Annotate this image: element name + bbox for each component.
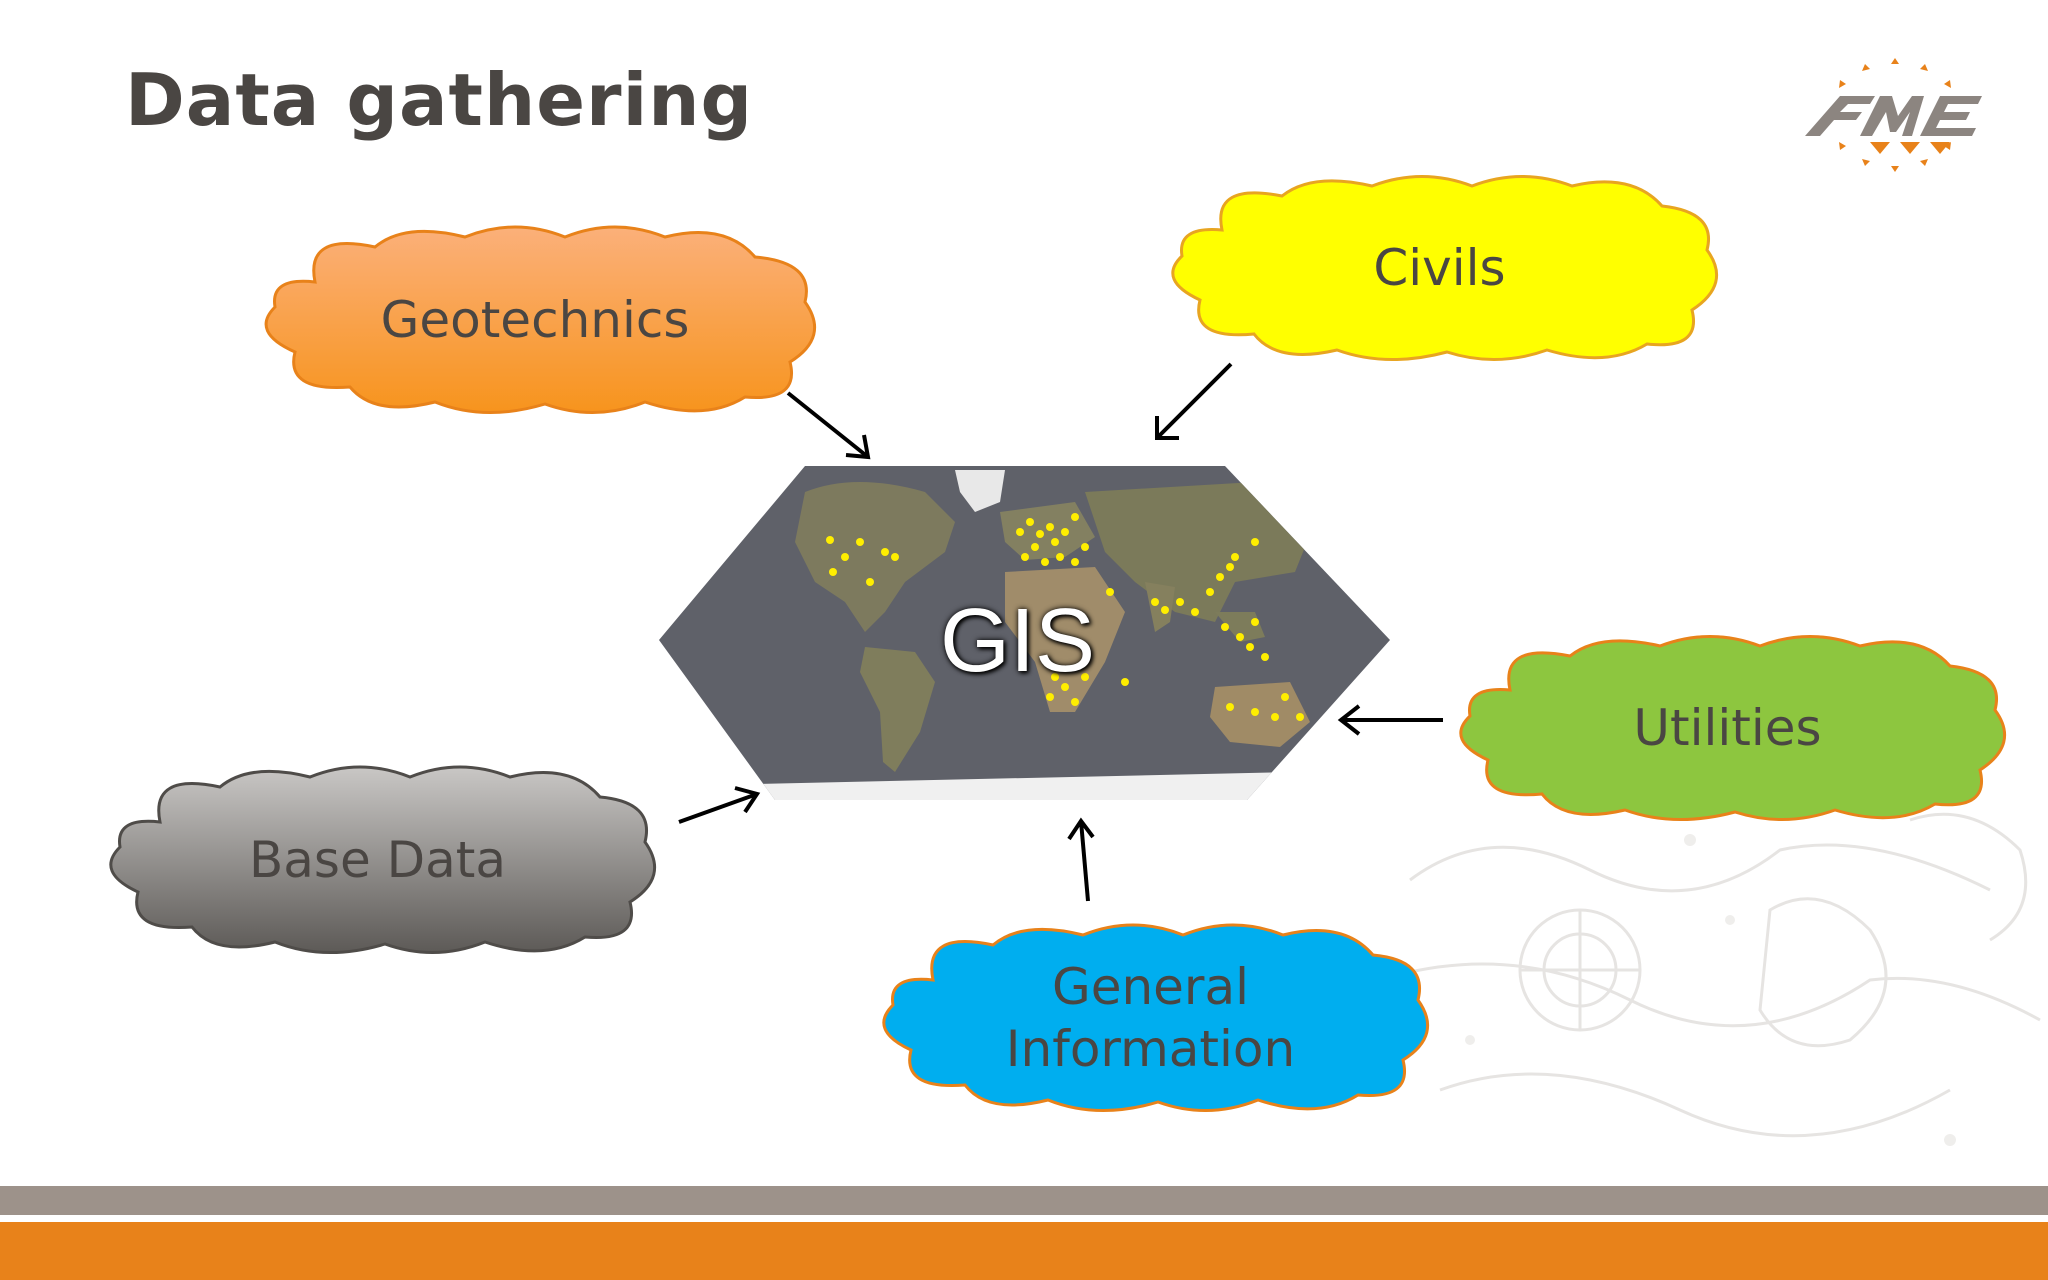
arrow-general-information-to-gis xyxy=(1067,817,1095,902)
cloud-base-data: Base Data xyxy=(100,762,656,957)
cloud-civils: Civils xyxy=(1162,172,1718,364)
cloud-geotechnics: Geotechnics xyxy=(255,222,816,417)
cloud-utilities: Utilities xyxy=(1450,632,2006,824)
cloud-general-information-line1: General xyxy=(1051,957,1250,1016)
background-map-texture xyxy=(1379,812,2041,1146)
cloud-geotechnics-label: Geotechnics xyxy=(380,290,690,349)
cloud-utilities-label: Utilities xyxy=(1633,699,1822,757)
arrow-base-data-to-gis xyxy=(678,786,761,824)
cloud-civils-label: Civils xyxy=(1373,239,1506,297)
fme-logo xyxy=(1805,58,1982,172)
slide-title: Data gathering xyxy=(125,58,754,142)
cloud-base-data-shape xyxy=(109,765,656,955)
cloud-civils-shape xyxy=(1171,175,1718,362)
cloud-general-information-label: General Information xyxy=(873,920,1428,1115)
arrow-geotechnics-to-gis xyxy=(786,391,871,460)
arrow-civils-to-gis xyxy=(1155,362,1233,440)
cloud-base-data-label: Base Data xyxy=(248,830,507,889)
cloud-general-information: General Information xyxy=(873,920,1429,1115)
cloud-general-information-shape xyxy=(882,923,1429,1113)
footer-orange-band xyxy=(0,1222,2048,1280)
arrow-utilities-to-gis xyxy=(1337,704,1443,736)
cloud-general-information-line2: Information xyxy=(1005,1019,1296,1078)
cloud-utilities-shape xyxy=(1459,635,2006,822)
gis-label: GIS xyxy=(940,591,1096,691)
footer-gray-band xyxy=(0,1186,2048,1215)
cloud-geotechnics-shape xyxy=(264,225,816,415)
gis-world-map xyxy=(659,466,1390,800)
